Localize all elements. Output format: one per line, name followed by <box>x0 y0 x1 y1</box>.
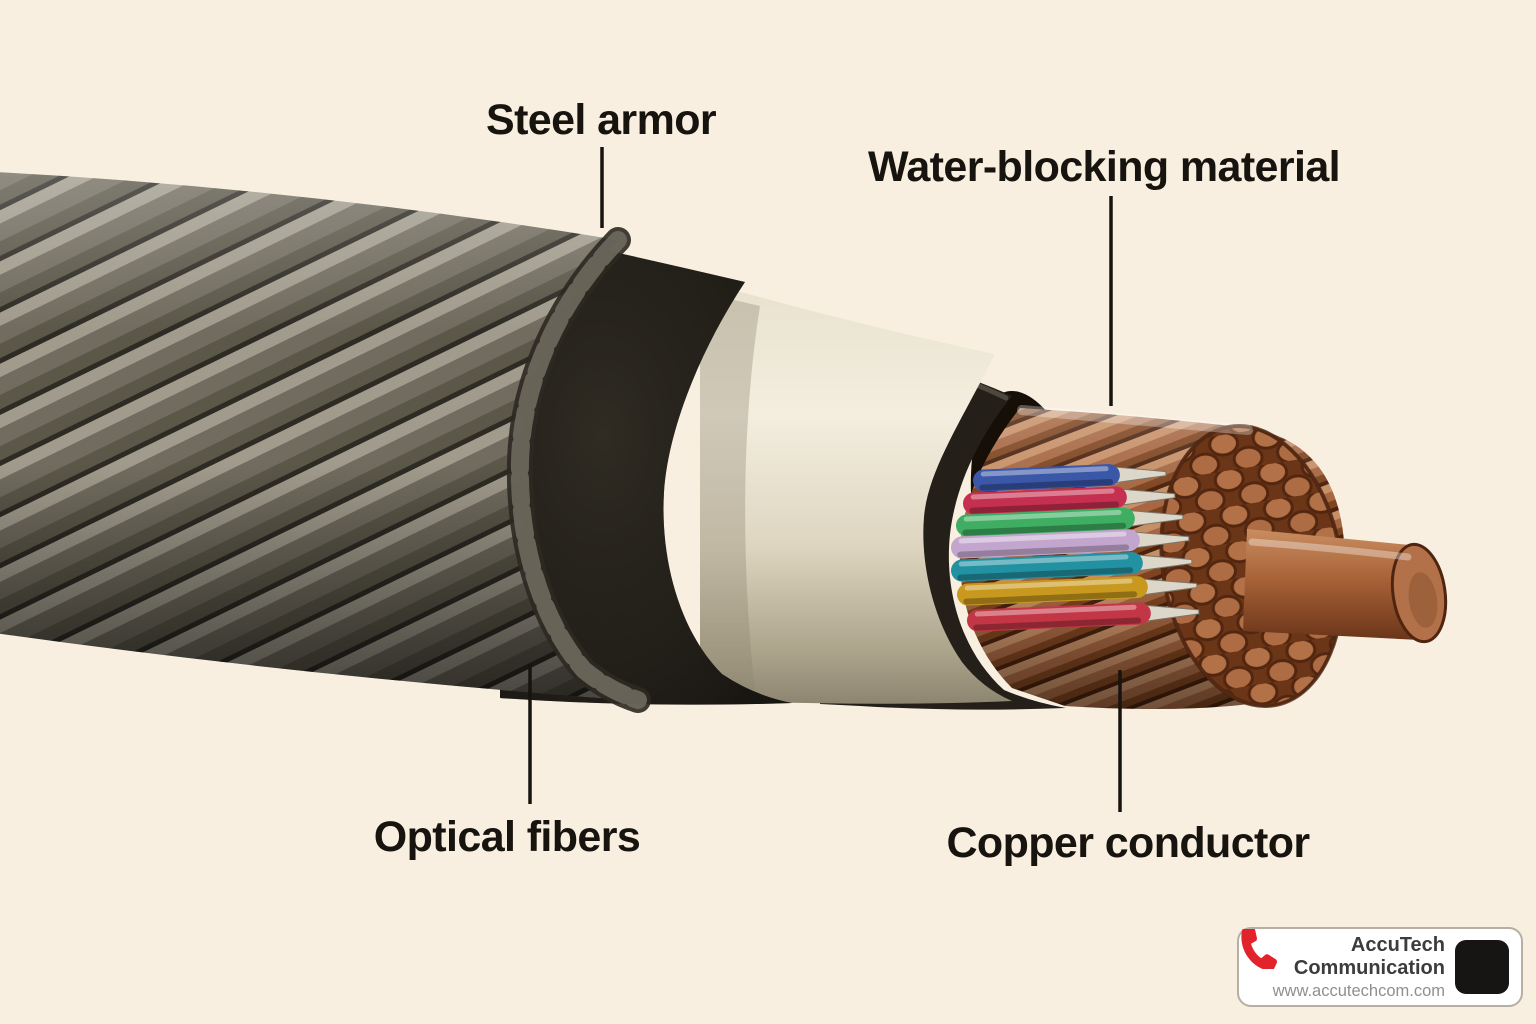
optical-fiber-lavender <box>950 529 1190 559</box>
leader-lines <box>528 147 1122 812</box>
optical-fiber-red <box>966 602 1200 632</box>
fiber-shadow <box>957 567 1134 581</box>
fiber-highlight <box>958 531 1127 544</box>
label-optical-fibers: Optical fibers <box>373 813 641 861</box>
phone-receiver-glyph <box>1241 929 1278 969</box>
fiber-body <box>972 464 1120 492</box>
optical-fiber-green <box>955 507 1184 537</box>
copper-rod-sheen <box>1248 538 1412 561</box>
fiber-shadow <box>969 501 1120 514</box>
phone-receiver-icon <box>1241 929 1278 969</box>
steel-armor-strand-ends <box>510 231 647 709</box>
fiber-body <box>955 507 1135 537</box>
label-steel-armor: Steel armor <box>485 96 717 144</box>
copper-rod-body <box>1243 529 1420 640</box>
fiber-highlight <box>958 554 1129 567</box>
fiber-body <box>950 552 1143 582</box>
optical-fibers-group <box>950 464 1200 632</box>
inner-jacket-shading <box>500 240 792 705</box>
fiber-body <box>966 602 1151 632</box>
company-name: AccuTech Communication <box>1293 933 1445 979</box>
phone-icon-badge <box>1241 929 1509 994</box>
water-blocking-layer <box>700 292 1012 704</box>
fiber-highlight <box>970 488 1115 500</box>
label-water-blocking-material: Water-blocking material <box>867 143 1341 191</box>
fiber-highlight <box>963 509 1122 522</box>
fiber-highlight <box>974 604 1137 617</box>
fiber-highlight <box>964 578 1133 591</box>
fiber-shadow <box>973 617 1142 631</box>
water-blocking-body <box>700 292 1012 704</box>
fiber-body <box>950 529 1140 559</box>
optical-fiber-blue <box>972 464 1167 492</box>
optical-fiber-crimson <box>962 486 1176 515</box>
fiber-shadow <box>962 522 1127 536</box>
fiber-highlight <box>980 466 1109 477</box>
fiber-body <box>956 576 1148 606</box>
company-website: www.accutechcom.com <box>1272 981 1445 1000</box>
fiber-shadow <box>979 479 1114 491</box>
fiber-shadow <box>957 544 1130 558</box>
logo-card: AccuTech Communication www.accutechcom.c… <box>1237 927 1523 1007</box>
steel-armor-layer <box>0 172 651 713</box>
water-blocking-left-shadow <box>700 292 760 701</box>
fiber-shadow <box>963 591 1138 605</box>
optical-fiber-gold <box>956 576 1198 606</box>
label-copper-conductor: Copper conductor <box>946 819 1310 867</box>
fiber-body <box>962 486 1127 515</box>
copper-rod <box>1243 529 1448 644</box>
logo-text-block: AccuTech Communication www.accutechcom.c… <box>1249 934 1445 1001</box>
optical-fiber-teal <box>950 552 1193 582</box>
copper-rod-face-mottle <box>1408 572 1438 628</box>
steel-armor-shading <box>0 172 640 701</box>
inner-jacket <box>500 240 792 705</box>
copper-top-highlight <box>1017 405 1253 435</box>
